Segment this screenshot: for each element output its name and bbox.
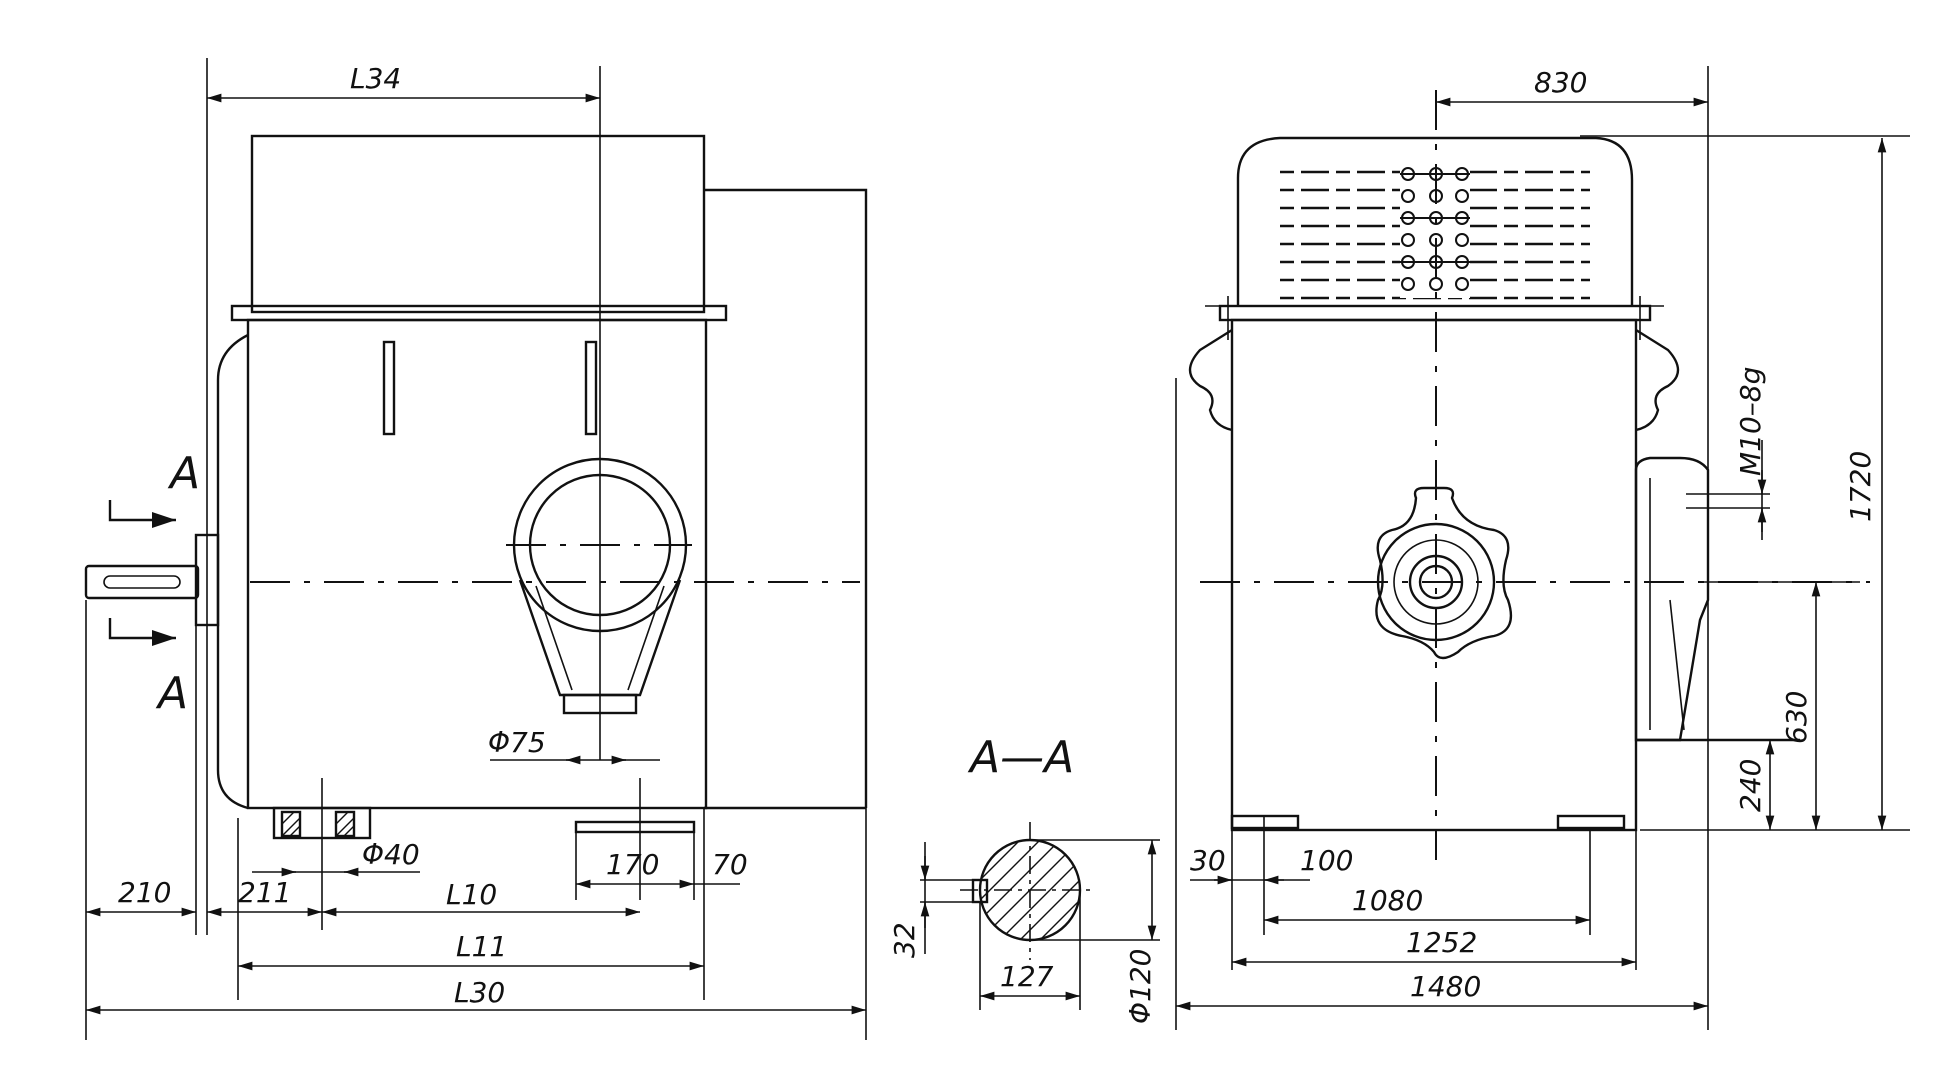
lift-slot-left xyxy=(382,340,396,436)
bolt-grid xyxy=(1400,164,1470,298)
section-title: A—A xyxy=(967,732,1074,783)
dim-830: 830 xyxy=(1534,66,1587,99)
dim-70: 70 xyxy=(712,848,748,881)
section-view: A—A 32 127 Φ120 xyxy=(888,732,1160,1024)
lifting-lug-left xyxy=(1188,328,1233,432)
dim-l10: L10 xyxy=(446,878,497,911)
shaft-keyway xyxy=(103,575,181,589)
dim-m10: M10–8g xyxy=(1734,367,1767,476)
side-foot-right xyxy=(1556,814,1626,830)
dim-240: 240 xyxy=(1734,759,1767,812)
dim-1252: 1252 xyxy=(1406,926,1477,959)
side-foot-left xyxy=(1230,814,1300,830)
dim-1480: 1480 xyxy=(1410,970,1481,1003)
dim-1080: 1080 xyxy=(1352,884,1423,917)
end-shield-lobes xyxy=(1375,486,1513,660)
foot-hatching xyxy=(281,811,355,837)
dim-100: 100 xyxy=(1300,844,1353,877)
side-body xyxy=(1230,318,1638,832)
terminal-neck-inner xyxy=(535,585,665,691)
front-view: A A L34 Φ75 Φ40 170 70 210 211 xyxy=(84,58,868,1040)
dim-32: 32 xyxy=(888,922,921,958)
dim-phi40: Φ40 xyxy=(362,838,420,871)
dim-210: 210 xyxy=(118,876,171,909)
side-terminal-box xyxy=(1634,456,1710,742)
lifting-lug-right xyxy=(1635,328,1680,432)
rear-foot xyxy=(574,820,696,834)
shaft xyxy=(84,564,200,600)
dim-phi120: Φ120 xyxy=(1124,949,1157,1024)
side-view: 830 1720 630 240 M10–8g 30 100 1080 1252… xyxy=(1175,66,1910,1030)
dim-30: 30 xyxy=(1190,844,1226,877)
dim-l11: L11 xyxy=(456,930,507,963)
dim-127: 127 xyxy=(1000,960,1054,993)
rear-housing xyxy=(704,188,868,810)
section-mark-top: A xyxy=(167,448,200,499)
end-shield xyxy=(216,333,249,810)
lift-slot-right xyxy=(584,340,598,436)
dim-630: 630 xyxy=(1780,691,1813,744)
dim-1720: 1720 xyxy=(1844,451,1877,522)
top-cover xyxy=(250,134,706,314)
dim-l30: L30 xyxy=(454,976,505,1009)
dim-170: 170 xyxy=(606,848,659,881)
dim-211: 211 xyxy=(238,876,291,909)
dim-phi75: Φ75 xyxy=(488,726,546,759)
motor-body xyxy=(246,318,708,810)
top-hood xyxy=(1236,136,1634,306)
section-mark-bottom: A xyxy=(155,668,188,719)
dim-l34: L34 xyxy=(350,62,401,95)
